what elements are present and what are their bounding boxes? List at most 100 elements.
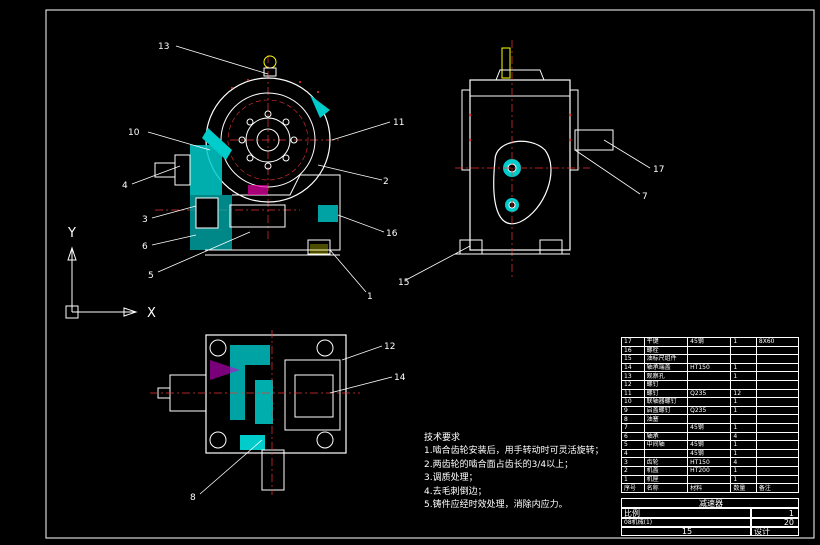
bom-cell: 联轴器螺钉: [643, 397, 689, 407]
bom-cell: 1: [730, 405, 757, 416]
bom-cell: 序号: [621, 483, 645, 494]
bom-cell: [755, 371, 800, 381]
leader-lines: [131, 45, 651, 495]
bom-cell: 1: [730, 362, 757, 373]
bom-cell: 10: [621, 397, 645, 407]
designer-role: 设计: [751, 527, 799, 536]
bom-cell: [687, 379, 732, 390]
bom-cell: 1: [621, 474, 645, 485]
callout-16: 16: [386, 229, 398, 239]
bom-cell: 油标尺组件: [643, 354, 689, 364]
bom-cell: 1: [730, 465, 757, 476]
bom-cell: 1: [730, 371, 757, 381]
tech-requirement-item: 2.两齿轮的啮合面占齿长的3/4以上；: [424, 459, 574, 470]
tech-requirement-item: 4.去毛刺倒边；: [424, 486, 487, 497]
bom-cell: 1: [730, 474, 757, 485]
bom-cell: 17: [621, 337, 645, 347]
callout-12: 12: [384, 342, 395, 352]
sheet-count: 1: [751, 508, 799, 518]
bom-cell: [755, 457, 800, 467]
drawing-title: 减速器: [621, 498, 799, 508]
callout-11: 11: [393, 118, 404, 128]
bom-cell: [755, 405, 800, 416]
bom-cell: 齿轮: [643, 457, 689, 467]
title-block: 减速器 比例 1 08机械(1) 20 15 设计: [621, 498, 799, 536]
bom-cell: 螺栓: [643, 345, 689, 356]
bom-cell: 5: [621, 440, 645, 450]
callout-6: 6: [142, 242, 148, 252]
bom-cell: 螺钉: [643, 379, 689, 390]
tech-requirement-item: 1.啮合齿轮安装后，用手转动时可灵活旋转；: [424, 446, 604, 457]
bom-cell: 16: [621, 345, 645, 356]
bom-header-row: 序号名称材料数量备注: [621, 483, 800, 494]
bom-cell: 13: [621, 371, 645, 381]
bom-cell: 12: [621, 379, 645, 390]
bom-cell: [687, 397, 732, 407]
scale-label: 比例: [621, 508, 751, 518]
bom-cell: [730, 345, 757, 356]
bom-cell: [687, 354, 732, 364]
ucs-icon: [65, 246, 138, 319]
bom-cell: [755, 422, 800, 433]
tech-requirement-item: 3.调质处理；: [424, 473, 478, 484]
bom-cell: [687, 414, 732, 424]
bom-cell: [687, 474, 732, 485]
class-label: 08机械(1): [621, 518, 751, 527]
drawing-number: 15: [621, 527, 751, 536]
front-view: [154, 55, 341, 256]
callout-17: 17: [653, 165, 664, 175]
bom-cell: 9: [621, 405, 645, 416]
bom-cell: 45钢: [687, 440, 732, 450]
bom-cell: 1: [730, 440, 757, 450]
bom-cell: [755, 354, 800, 364]
bom-cell: 机座: [643, 474, 689, 485]
tech-requirements-title: 技术要求: [424, 433, 461, 443]
bom-cell: Q235: [687, 388, 732, 399]
callout-2: 2: [383, 177, 389, 187]
top-view: [150, 330, 360, 495]
bom-cell: 中间轴: [643, 440, 689, 450]
bom-cell: 机盖: [643, 465, 689, 476]
bom-cell: [730, 379, 757, 390]
bom-cell: 材料: [687, 483, 732, 494]
bom-cell: 平键: [643, 337, 689, 347]
bom-cell: [643, 448, 689, 459]
bom-cell: [755, 474, 800, 485]
bom-cell: 轴承端盖: [643, 362, 689, 373]
drawing-border: [45, 9, 815, 539]
bom-cell: 1: [730, 397, 757, 407]
callout-5: 5: [148, 271, 154, 281]
callout-4: 4: [122, 181, 128, 191]
bom-cell: [755, 345, 800, 356]
bom-cell: 4: [730, 431, 757, 442]
bom-cell: 15: [621, 354, 645, 364]
bom-cell: [755, 440, 800, 450]
bom-cell: 7: [621, 422, 645, 433]
tech-requirement-item: 5.铸件应经时效处理，消除内应力。: [424, 500, 568, 511]
bom-cell: 2: [621, 465, 645, 476]
bom-cell: HT150: [687, 362, 732, 373]
bom-cell: 45钢: [687, 422, 732, 433]
bom-cell: 45钢: [687, 448, 732, 459]
bom-cell: [755, 379, 800, 390]
bom-cell: [755, 397, 800, 407]
bom-cell: [755, 414, 800, 424]
x-axis-label: X: [147, 306, 156, 321]
bom-cell: [643, 422, 689, 433]
bom-cell: [755, 388, 800, 399]
